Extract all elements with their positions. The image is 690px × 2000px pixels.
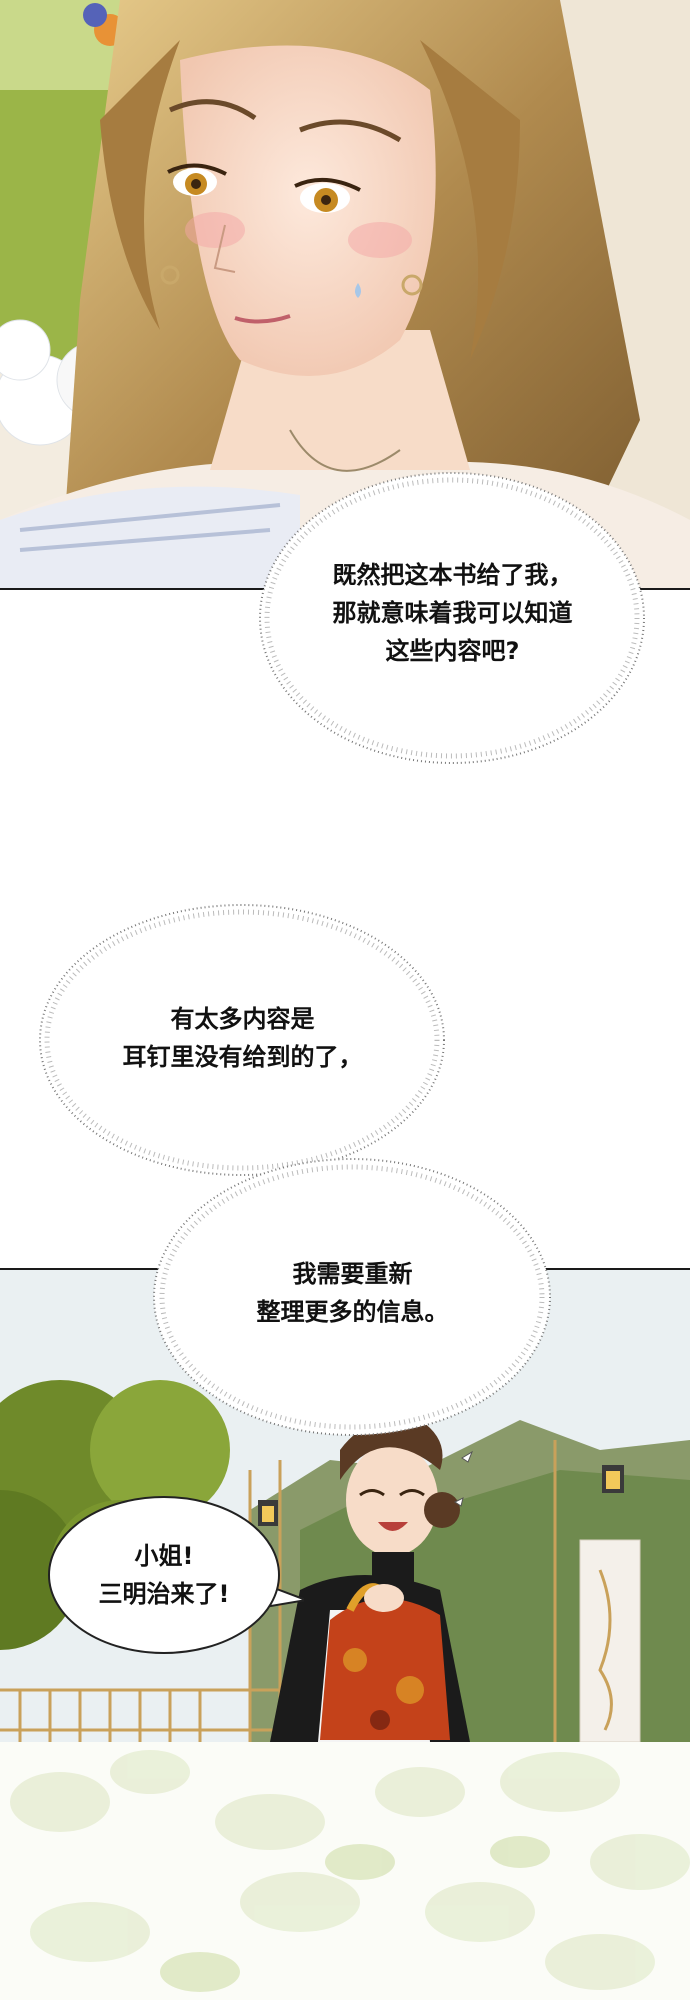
bubble-2-text: 有太多内容是 耳钉里没有给到的了， xyxy=(35,1000,450,1076)
speech-bubble-2: 有太多内容是 耳钉里没有给到的了， xyxy=(35,900,450,1180)
faded-foliage-illustration xyxy=(0,1742,690,2000)
bubble-3-line-2: 整理更多的信息。 xyxy=(256,1298,449,1326)
panel-woman-closeup xyxy=(0,0,690,590)
panel-faded-foliage xyxy=(0,1742,690,2000)
bubble-outline xyxy=(48,1496,304,1654)
bubble-4-text: 小姐! 三明治来了! xyxy=(44,1537,284,1613)
speech-bubble-4: 小姐! 三明治来了! xyxy=(44,1490,304,1660)
bubble-1-line-2: 那就意味着我可以知道 xyxy=(332,599,573,627)
bubble-1-text: 既然把这本书给了我， 那就意味着我可以知道 这些内容吧? xyxy=(255,556,650,670)
speech-bubble-3: 我需要重新 整理更多的信息。 xyxy=(150,1155,555,1440)
bubble-1-line-1: 既然把这本书给了我， xyxy=(332,561,573,589)
bubble-outline xyxy=(39,904,445,1176)
bubble-1-line-3: 这些内容吧? xyxy=(385,637,520,665)
bubble-2-line-1: 有太多内容是 xyxy=(170,1005,315,1033)
bubble-3-text: 我需要重新 整理更多的信息。 xyxy=(150,1255,555,1331)
bubble-outline xyxy=(259,472,645,764)
bubble-4-line-2: 三明治来了! xyxy=(98,1580,230,1608)
bubble-4-line-1: 小姐! xyxy=(134,1542,194,1570)
panel-maid-garden xyxy=(0,1268,690,1744)
woman-closeup-illustration xyxy=(0,0,690,588)
bubble-3-line-1: 我需要重新 xyxy=(292,1260,413,1288)
maid-garden-illustration xyxy=(0,1270,690,1742)
bubble-outline xyxy=(153,1158,551,1436)
speech-bubble-1: 既然把这本书给了我， 那就意味着我可以知道 这些内容吧? xyxy=(255,468,650,768)
bubble-2-line-2: 耳钉里没有给到的了， xyxy=(122,1043,363,1071)
